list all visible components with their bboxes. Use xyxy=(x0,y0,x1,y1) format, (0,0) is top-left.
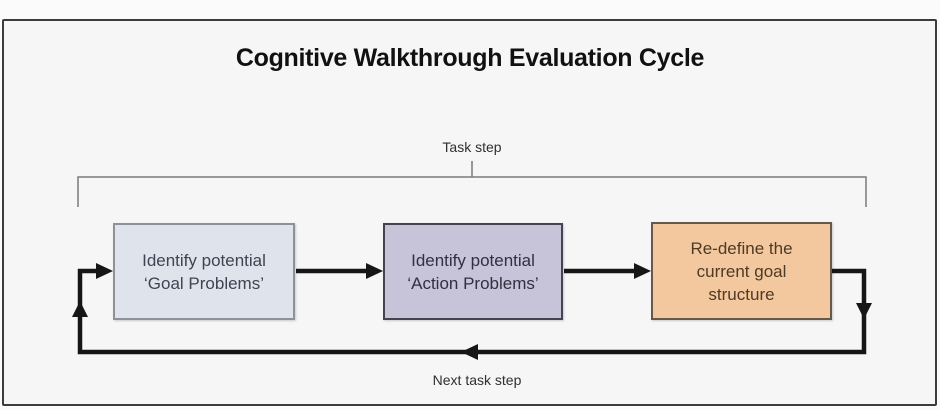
box-text-line: Identify potential xyxy=(411,250,535,270)
box-identify-goal-problems: Identify potential ‘Goal Problems’ xyxy=(113,223,295,320)
box-redefine-goal-structure: Re-define the current goal structure xyxy=(651,222,832,320)
box-text-line: ‘Goal Problems’ xyxy=(144,273,264,293)
box-text-line: current goal xyxy=(696,261,787,281)
task-step-label: Task step xyxy=(442,139,502,155)
next-task-step-label: Next task step xyxy=(432,372,522,388)
box-text-line: ‘Action Problems’ xyxy=(407,273,539,293)
box-text-line: Re-define the xyxy=(690,238,793,258)
diagram-frame xyxy=(2,19,937,406)
box-text-line: Identify potential xyxy=(142,250,266,270)
box-identify-action-problems: Identify potential ‘Action Problems’ xyxy=(383,223,563,320)
page-title: Cognitive Walkthrough Evaluation Cycle xyxy=(235,44,705,72)
box-text-line: structure xyxy=(708,284,775,304)
